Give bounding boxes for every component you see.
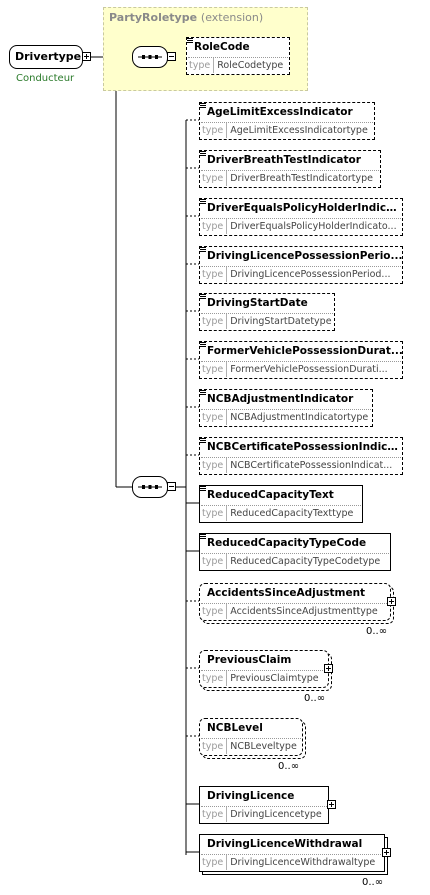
element-name: NCBAdjustmentIndicator	[207, 393, 354, 405]
type-label: type	[201, 123, 228, 138]
type-value: DrivingLicenceWithdrawaltype	[230, 857, 376, 868]
type-label: type	[201, 410, 228, 425]
type-label: type	[188, 58, 215, 73]
element-name: DriverBreathTestIndicator	[207, 154, 361, 166]
root-collapse-toggle[interactable]	[82, 52, 91, 61]
sequence-compositor-icon[interactable]	[132, 476, 168, 498]
type-value: ReducedCapacityTexttype	[230, 508, 354, 519]
extension-title: PartyRoletype (extension)	[109, 11, 263, 24]
sequence-collapse-toggle[interactable]	[167, 482, 176, 491]
cardinality-label: 0..∞	[304, 693, 326, 704]
sequence-collapse-toggle[interactable]	[167, 52, 176, 61]
type-value: NCBAdjustmentIndicatortype	[230, 412, 369, 423]
sequence-compositor-icon[interactable]	[132, 46, 168, 68]
type-value: NCBLeveltype	[230, 741, 297, 752]
type-value: DriverBreathTestIndicatortype	[230, 173, 374, 184]
extension-type-name: PartyRoletype	[109, 11, 198, 24]
type-label: type	[201, 604, 228, 619]
root-element-drivertype[interactable]: Drivertype	[9, 45, 83, 69]
type-value: DrivingStartDatetype	[230, 316, 332, 327]
element-name: NCBCertificatePossessionIndica...	[207, 441, 403, 453]
type-value: RoleCodetype	[217, 60, 284, 71]
root-annotation: Conducteur	[16, 73, 75, 84]
cardinality-label: 0..∞	[366, 626, 388, 637]
type-value: DriverEqualsPolicyHolderIndicato...	[230, 221, 397, 232]
type-label: type	[201, 267, 228, 282]
type-label: type	[201, 458, 228, 473]
type-value: PreviousClaimtype	[230, 673, 319, 684]
type-label: type	[201, 855, 228, 870]
type-value: FormerVehiclePossessionDurati...	[230, 364, 388, 375]
extension-label: (extension)	[200, 11, 264, 24]
element-name: ReducedCapacityTypeCode	[207, 537, 367, 549]
element-name: FormerVehiclePossessionDurat...	[207, 345, 403, 357]
type-label: type	[201, 171, 228, 186]
type-value: DrivingLicencetype	[230, 809, 322, 820]
element-name: ReducedCapacityText	[207, 489, 334, 501]
type-label: type	[201, 671, 228, 686]
element-name: NCBLevel	[207, 722, 263, 734]
type-value: NCBCertificatePossessionIndicat...	[230, 460, 393, 471]
type-label: type	[201, 314, 228, 329]
element-name: DriverEqualsPolicyHolderIndicator	[207, 202, 403, 214]
root-element-name: Drivertype	[15, 50, 82, 63]
type-label: type	[201, 219, 228, 234]
element-name: DrivingLicence	[207, 790, 295, 802]
element-expand-toggle[interactable]	[387, 597, 396, 606]
element-name: DrivingStartDate	[207, 297, 308, 309]
type-value: AgeLimitExcessIndicatortype	[230, 125, 368, 136]
element-expand-toggle[interactable]	[327, 800, 336, 809]
type-value: AccidentsSinceAdjustmenttype	[230, 606, 378, 617]
element-name: RoleCode	[194, 41, 250, 53]
element-expand-toggle[interactable]	[382, 848, 391, 857]
element-expand-toggle[interactable]	[324, 664, 333, 673]
cardinality-label: 0..∞	[362, 877, 384, 888]
type-label: type	[201, 739, 228, 754]
type-label: type	[201, 807, 228, 822]
element-name: AccidentsSinceAdjustment	[207, 587, 366, 599]
element-name: DrivingLicencePossessionPerio...	[207, 250, 403, 262]
type-value: DrivingLicencePossessionPeriod...	[230, 269, 391, 280]
type-value: ReducedCapacityTypeCodetype	[230, 556, 381, 567]
type-label: type	[201, 554, 228, 569]
element-name: DrivingLicenceWithdrawal	[207, 838, 363, 850]
cardinality-label: 0..∞	[278, 761, 300, 772]
element-name: AgeLimitExcessIndicator	[207, 106, 353, 118]
type-label: type	[201, 506, 228, 521]
type-label: type	[201, 362, 228, 377]
element-name: PreviousClaim	[207, 654, 292, 666]
